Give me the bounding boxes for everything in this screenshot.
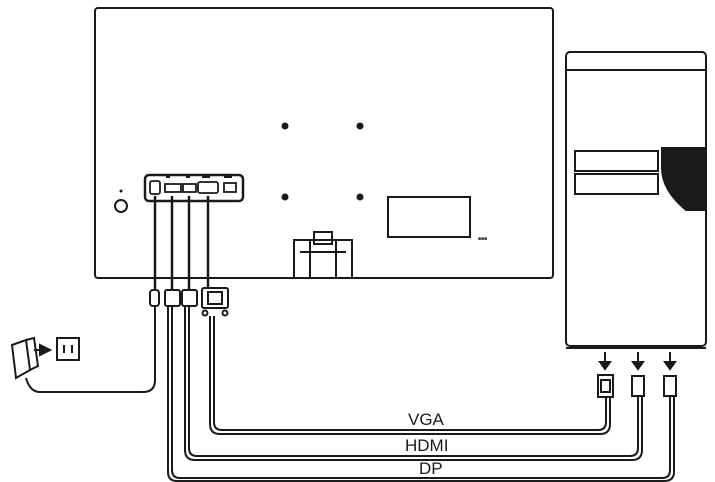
power-adapter	[10, 336, 53, 380]
hdmi-plug-pc	[631, 375, 645, 397]
vga-plug-pc	[597, 374, 614, 398]
dp-plug-monitor	[181, 289, 198, 307]
pc-tower	[565, 51, 707, 349]
dp-plug-pc	[663, 375, 677, 397]
hdmi-plug-monitor	[164, 289, 181, 307]
label-plate: ■■■	[387, 196, 487, 242]
vesa-mount-holes	[281, 122, 364, 201]
dp-cable	[167, 306, 675, 482]
label-marking: ■■■	[478, 236, 487, 242]
vga-label: VGA	[408, 410, 445, 429]
port-panel	[143, 173, 245, 203]
dp-label: DP	[419, 459, 443, 478]
power-plug-monitor	[149, 289, 160, 307]
panel-drop-wires	[153, 196, 210, 290]
stand-mount	[293, 231, 353, 279]
vga-plug-monitor	[201, 287, 229, 309]
power-cable	[25, 306, 156, 393]
power-button-icon	[114, 189, 128, 213]
hdmi-cable	[184, 306, 643, 461]
pc-output-arrows	[598, 352, 677, 371]
hdmi-label: HDMI	[405, 436, 448, 455]
vga-cable	[209, 316, 611, 435]
power-outlet-icon	[56, 337, 80, 361]
